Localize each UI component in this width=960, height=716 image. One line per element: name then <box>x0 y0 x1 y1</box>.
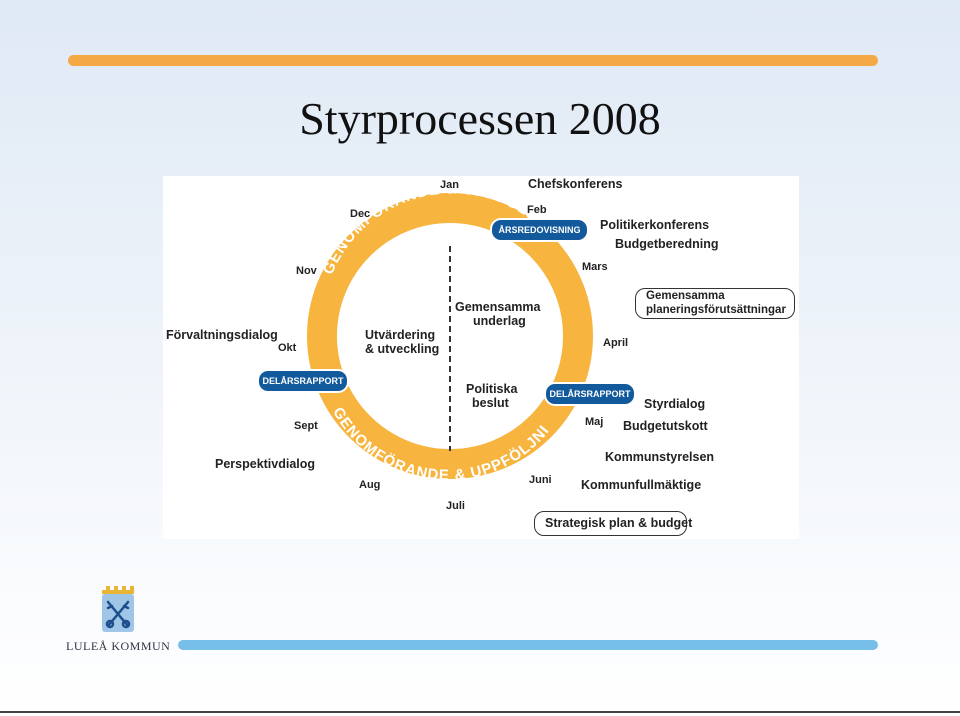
month-feb: Feb <box>527 204 547 216</box>
month-jan: Jan <box>440 179 459 191</box>
month-nov: Nov <box>296 265 317 277</box>
month-juni: Juni <box>529 474 552 486</box>
box-planeringsforutsattningar: Gemensamma planeringsförutsättningar <box>635 288 795 319</box>
badge-delarsrapport-left: DELÅRSRAPPORT <box>259 371 347 391</box>
label-chefskonferens: Chefskonferens <box>528 177 623 191</box>
label-kommunstyrelsen: Kommunstyrelsen <box>605 450 715 464</box>
process-cycle-diagram: GENOMFÖRANDE & UPPFÖLJNING GENOMFÖRANDE … <box>163 176 799 539</box>
label-styrdialog: Styrdialog <box>644 397 706 411</box>
cycle-ring-graphic: GENOMFÖRANDE & UPPFÖLJNING GENOMFÖRANDE … <box>163 176 593 484</box>
label-budgetberedning: Budgetberedning <box>615 237 719 251</box>
page-title: Styrprocessen 2008 <box>299 93 661 144</box>
month-aug: Aug <box>359 479 381 491</box>
label-forvaltningsdialog: Förvaltningsdialog <box>166 328 278 342</box>
cycle-ring <box>307 193 593 479</box>
badge-arsredovisning: ÅRSREDOVISNING <box>492 220 587 240</box>
month-okt: Okt <box>278 342 297 354</box>
month-maj: Maj <box>585 416 604 428</box>
inner-utvardering: Utvärdering & utveckling <box>365 328 440 356</box>
label-politikerkonferens: Politikerkonferens <box>600 218 710 232</box>
logo-text: LULEÅ KOMMUN <box>66 639 171 653</box>
label-perspektivdialog: Perspektivdialog <box>215 457 316 471</box>
month-juli: Juli <box>446 500 465 512</box>
box-strategisk-plan: Strategisk plan & budget <box>534 511 692 536</box>
month-april: April <box>603 337 629 349</box>
keys-crest-icon <box>102 586 134 632</box>
badge-delarsrapport-right: DELÅRSRAPPORT <box>546 384 634 404</box>
month-mars: Mars <box>582 261 608 273</box>
inner-gemensamma-underlag: Gemensamma underlag <box>455 300 541 328</box>
luleå-kommun-logo <box>66 586 178 656</box>
label-budgetutskott: Budgetutskott <box>623 419 708 433</box>
label-kommunfullmaktige: Kommunfullmäktige <box>581 478 702 492</box>
inner-politiska-beslut: Politiska beslut <box>466 382 518 410</box>
month-dec: Dec <box>350 208 371 220</box>
bottom-divider <box>0 711 960 713</box>
bottom-accent-bar <box>178 640 878 650</box>
top-accent-bar <box>68 55 878 66</box>
month-sept: Sept <box>294 420 318 432</box>
